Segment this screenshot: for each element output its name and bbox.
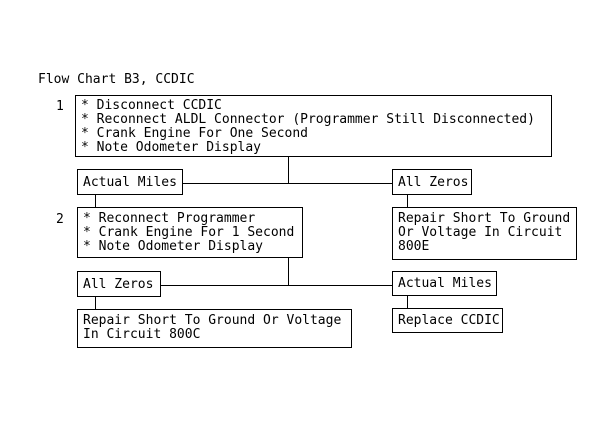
replace-ccdic-box: Replace CCDIC xyxy=(392,308,503,333)
replace-ccdic-label: Replace CCDIC xyxy=(398,313,500,328)
step1-action-box: * Disconnect CCDIC * Reconnect ALDL Conn… xyxy=(75,95,552,157)
step2-line: * Reconnect Programmer xyxy=(83,211,256,226)
repair-800e-line: 800E xyxy=(398,239,430,254)
branch2-all-zeros-box: All Zeros xyxy=(77,271,161,297)
step2-number: 2 xyxy=(56,212,64,227)
repair-circuit-800e-box: Repair Short To Ground Or Voltage In Cir… xyxy=(392,207,577,260)
step2-line: * Crank Engine For 1 Second xyxy=(83,225,295,240)
connector-all-zeros-b-down xyxy=(95,297,96,309)
step1-number: 1 xyxy=(56,99,64,114)
step2-action-box: * Reconnect Programmer * Crank Engine Fo… xyxy=(77,207,303,258)
step1-line: * Note Odometer Display xyxy=(81,140,262,155)
connector-branch2-horizontal xyxy=(161,285,392,286)
branch2-all-zeros-label: All Zeros xyxy=(83,276,154,292)
branch1-all-zeros-label: All Zeros xyxy=(398,174,469,190)
page-title: Flow Chart B3, CCDIC xyxy=(38,72,195,87)
branch2-actual-miles-label: Actual Miles xyxy=(398,276,492,291)
step1-line: * Reconnect ALDL Connector (Programmer S… xyxy=(81,112,535,127)
branch1-all-zeros-box: All Zeros xyxy=(392,169,472,195)
connector-branch1-horizontal xyxy=(183,183,392,184)
repair-800c-line: Repair Short To Ground Or Voltage xyxy=(83,313,342,328)
repair-800e-line: Repair Short To Ground xyxy=(398,211,571,226)
repair-circuit-800c-box: Repair Short To Ground Or Voltage In Cir… xyxy=(77,309,352,348)
connector-actual-miles-b-down xyxy=(407,296,408,308)
step2-line: * Note Odometer Display xyxy=(83,239,264,254)
connector-step1-down xyxy=(288,157,289,183)
repair-800e-line: Or Voltage In Circuit xyxy=(398,225,563,240)
branch1-actual-miles-label: Actual Miles xyxy=(83,174,177,190)
connector-actual-miles-down xyxy=(95,195,96,207)
branch2-actual-miles-box: Actual Miles xyxy=(392,271,497,296)
connector-all-zeros-down xyxy=(407,195,408,207)
step1-line: * Crank Engine For One Second xyxy=(81,126,308,141)
branch1-actual-miles-box: Actual Miles xyxy=(77,169,183,195)
repair-800c-line: In Circuit 800C xyxy=(83,327,201,342)
connector-step2-down xyxy=(288,258,289,285)
step1-line: * Disconnect CCDIC xyxy=(81,98,222,113)
